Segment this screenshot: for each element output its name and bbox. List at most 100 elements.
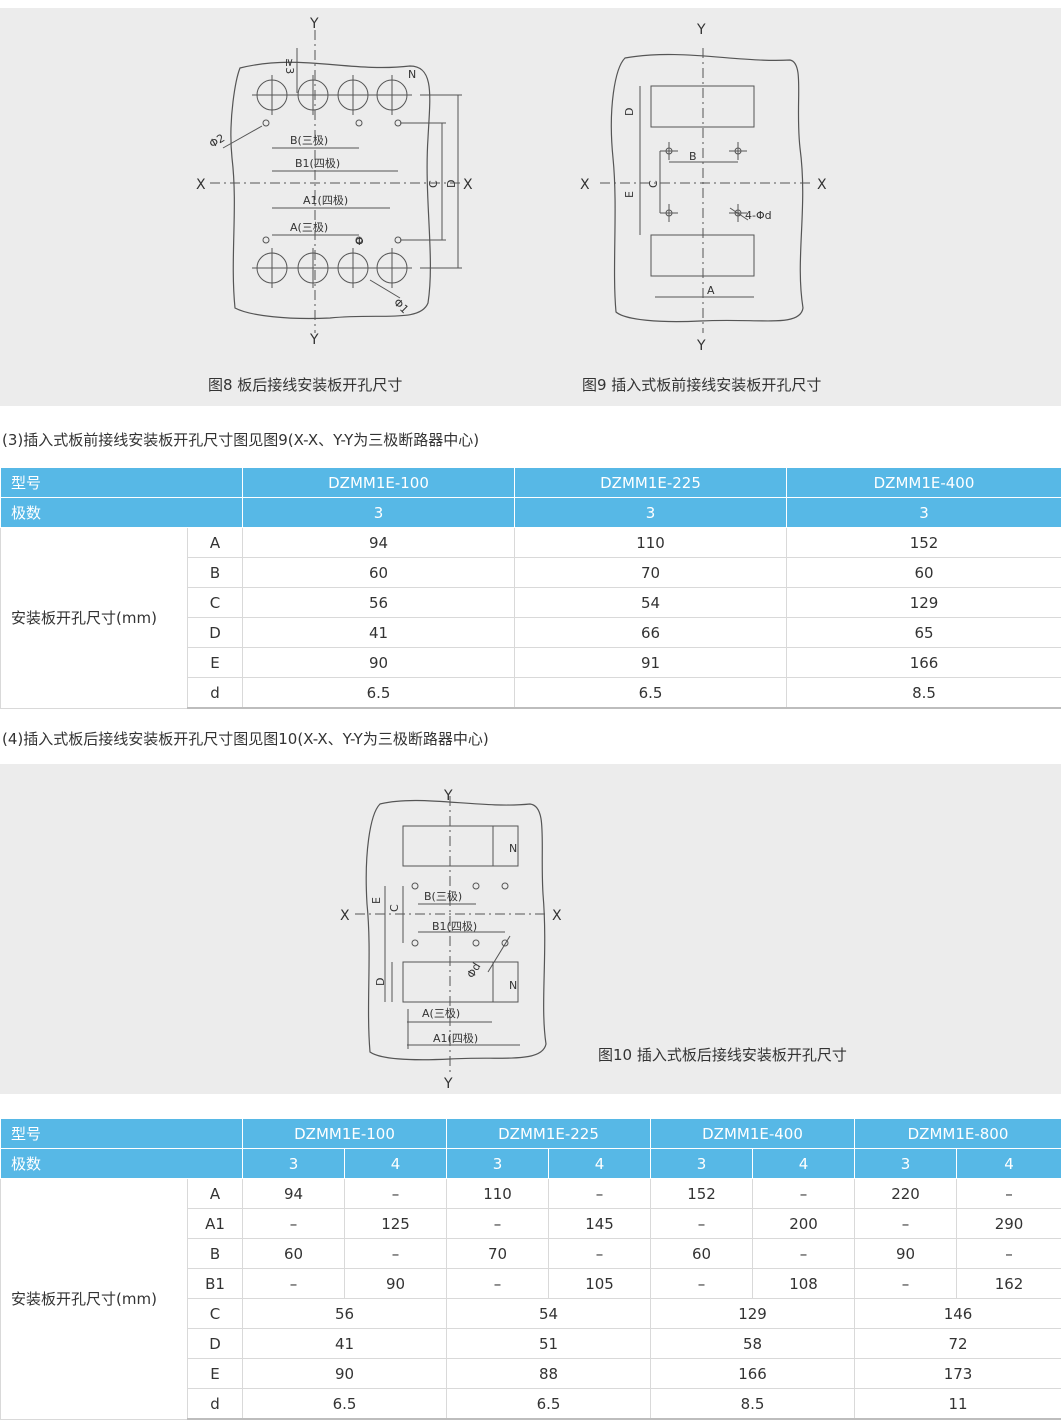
svg-text:E: E [370, 897, 383, 904]
table-cell: 108 [752, 1268, 856, 1299]
table-cell: 51 [446, 1328, 652, 1359]
svg-text:Y: Y [443, 788, 453, 804]
svg-text:Φd: Φd [464, 960, 483, 980]
table-cell: 166 [786, 647, 1061, 678]
header-model-label: 型号 [0, 1118, 244, 1149]
table-cell: 129 [786, 587, 1061, 618]
table-cell: 41 [242, 1328, 448, 1359]
table-cell: 54 [446, 1298, 652, 1329]
section4-table: 型号 DZMM1E-100 DZMM1E-225 DZMM1E-400 DZMM… [0, 1118, 1061, 1420]
row-key: E [186, 647, 244, 678]
svg-text:X: X [196, 177, 206, 193]
table-cell: 56 [242, 587, 516, 618]
model-cell: DZMM1E-100 [242, 1118, 448, 1149]
row-key: B [186, 557, 244, 588]
svg-text:Φ: Φ [355, 235, 364, 248]
table-cell: 290 [956, 1208, 1061, 1239]
header-poles-label: 极数 [0, 497, 244, 528]
figure-panel-10: Y Y X X N N E C D B(三极) B1(四极) Φd A(三极) … [0, 764, 1061, 1094]
figure-8-9-drawing: Y Y X X ≥3 N Φ2 B(三极) B1(四极) A1(四极) [196, 16, 827, 354]
table-cell: 6.5 [446, 1388, 652, 1420]
table-row: A1 – 125 – 145 – 200 – 290 [1, 1208, 1061, 1239]
row-key: D [186, 617, 244, 648]
row-key: A [186, 1178, 244, 1209]
svg-text:Y: Y [443, 1076, 453, 1092]
table-cell: – [344, 1238, 448, 1269]
model-cell: DZMM1E-225 [514, 467, 788, 498]
table-cell: – [956, 1238, 1061, 1269]
header-row-model: 型号 DZMM1E-100 DZMM1E-225 DZMM1E-400 DZMM… [0, 1118, 1061, 1149]
svg-text:B(三极): B(三极) [290, 133, 328, 147]
svg-text:C: C [388, 904, 401, 912]
table-row: B 60 70 60 [1, 557, 1061, 588]
svg-text:N: N [408, 68, 416, 81]
header-row-poles: 极数 3 3 3 [0, 497, 1061, 528]
svg-text:Y: Y [309, 332, 319, 348]
table-row: D 41 51 58 72 [1, 1328, 1061, 1359]
table-cell: 129 [650, 1298, 856, 1329]
svg-text:C: C [427, 180, 440, 188]
table-cell: – [242, 1208, 346, 1239]
table-cell: 90 [344, 1268, 448, 1299]
table-cell: 54 [514, 587, 788, 618]
table-cell: – [854, 1268, 958, 1299]
svg-text:X: X [580, 177, 590, 193]
table-cell: 72 [854, 1328, 1061, 1359]
row-key: A1 [186, 1208, 244, 1239]
table-row: E 90 88 166 173 [1, 1358, 1061, 1389]
table-cell: 60 [242, 557, 516, 588]
table-cell: 11 [854, 1388, 1061, 1420]
row-key: D [186, 1328, 244, 1359]
svg-text:N: N [509, 842, 517, 855]
table-row: 安装板开孔尺寸(mm) A 94 110 152 [0, 527, 1061, 709]
table-cell: 152 [786, 527, 1061, 558]
table-cell: 60 [786, 557, 1061, 588]
svg-text:C: C [647, 180, 660, 188]
row-key: B [186, 1238, 244, 1269]
table-cell: 41 [242, 617, 516, 648]
svg-text:B1(四极): B1(四极) [295, 156, 340, 170]
table-cell: 94 [242, 1178, 346, 1209]
table-cell: 58 [650, 1328, 856, 1359]
table-row: B1 – 90 – 105 – 108 – 162 [1, 1268, 1061, 1299]
table-cell: – [548, 1238, 652, 1269]
model-cell: DZMM1E-400 [786, 467, 1061, 498]
table-cell: 65 [786, 617, 1061, 648]
table-cell: 60 [242, 1238, 346, 1269]
poles-cell: 4 [752, 1148, 856, 1179]
svg-text:A(三极): A(三极) [290, 220, 328, 234]
row-key: B1 [186, 1268, 244, 1299]
table-cell: 105 [548, 1268, 652, 1299]
svg-text:B: B [689, 150, 697, 163]
svg-text:Y: Y [309, 16, 319, 32]
svg-text:X: X [340, 908, 350, 924]
section3-title: (3)插入式板前接线安装板开孔尺寸图见图9(X-X、Y-Y为三极断路器中心) [2, 431, 480, 449]
table-cell: 88 [446, 1358, 652, 1389]
table-cell: 6.5 [242, 677, 516, 709]
fig10-plate-outline [365, 799, 547, 1061]
table-cell: 146 [854, 1298, 1061, 1329]
poles-cell: 4 [344, 1148, 448, 1179]
fig8-plate-outline [230, 61, 431, 320]
table-cell: 200 [752, 1208, 856, 1239]
table-cell: – [242, 1268, 346, 1299]
table-cell: 166 [650, 1358, 856, 1389]
svg-text:D: D [623, 108, 636, 116]
poles-cell: 3 [242, 497, 516, 528]
table-row: C 56 54 129 [1, 587, 1061, 618]
table-cell: – [344, 1178, 448, 1209]
table-cell: 60 [650, 1238, 754, 1269]
poles-cell: 3 [514, 497, 788, 528]
group-label: 安装板开孔尺寸(mm) [0, 527, 188, 709]
table-cell: 90 [854, 1238, 958, 1269]
model-cell: DZMM1E-400 [650, 1118, 856, 1149]
table-cell: – [650, 1268, 754, 1299]
row-key: C [186, 587, 244, 618]
svg-text:B(三极): B(三极) [424, 889, 462, 903]
header-poles-label: 极数 [0, 1148, 244, 1179]
svg-text:D: D [445, 180, 458, 188]
poles-cell: 3 [242, 1148, 346, 1179]
figure-panel-8-9: Y Y X X ≥3 N Φ2 B(三极) B1(四极) A1(四极) [0, 8, 1061, 406]
table-cell: 8.5 [786, 677, 1061, 709]
poles-cell: 4 [548, 1148, 652, 1179]
